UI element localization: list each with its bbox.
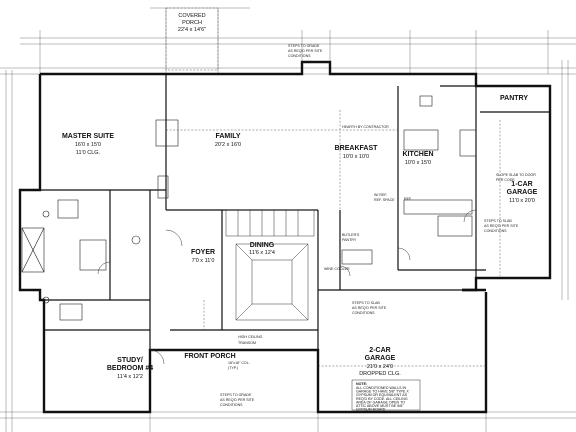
fireplace (155, 119, 179, 199)
svg-text:DROPPED CLG.: DROPPED CLG. (359, 371, 401, 377)
room-label-breakfast: BREAKFAST 10'0 x 10'0 (335, 145, 379, 160)
svg-text:STUDY/: STUDY/ (117, 357, 143, 364)
svg-text:KITCHEN: KITCHEN (402, 151, 433, 158)
svg-text:COVERED: COVERED (178, 13, 205, 19)
svg-text:7'0 x 11'0: 7'0 x 11'0 (192, 258, 215, 264)
room-label-1-car-garage: 1-CAR GARAGE 11'0 x 20'0 (507, 181, 538, 204)
annotation-butlers-pantry: BUTLER'S PANTRY (342, 233, 360, 242)
svg-text:HIGH CEILING: HIGH CEILING (238, 335, 263, 339)
annotation-wine-cooler: WINE COOLER (324, 267, 350, 271)
annotation-w-ref: W/ REF. REF. SPACE (374, 193, 395, 202)
svg-text:GYPSUM BOARD: GYPSUM BOARD (356, 407, 386, 411)
svg-text:NOTE:: NOTE: (356, 382, 367, 386)
room-label-foyer: FOYER 7'0 x 11'0 (191, 249, 215, 264)
annotation-ceiling: HIGH CEILING (238, 335, 263, 339)
room-label-kitchen: KITCHEN 10'0 x 15'0 (402, 151, 433, 166)
svg-text:(TYP.): (TYP.) (228, 366, 238, 370)
svg-text:10'0 x 10'0: 10'0 x 10'0 (343, 154, 369, 160)
svg-text:2-CAR: 2-CAR (369, 347, 390, 354)
svg-text:PANTRY: PANTRY (500, 95, 528, 102)
annotation-hearth: HEARTH BY CONTRACTOR (342, 125, 389, 129)
room-label-pantry: PANTRY (500, 95, 528, 102)
svg-text:WINE COOLER: WINE COOLER (324, 267, 350, 271)
svg-text:AS REQ'D PER SITE: AS REQ'D PER SITE (352, 306, 387, 310)
svg-text:MASTER SUITE: MASTER SUITE (62, 133, 114, 140)
svg-text:AS REQ'D PER SITE: AS REQ'D PER SITE (484, 224, 519, 228)
svg-text:W/ REF.: W/ REF. (374, 193, 387, 197)
svg-text:HEARTH BY CONTRACTOR: HEARTH BY CONTRACTOR (342, 125, 389, 129)
svg-text:GARAGE: GARAGE (365, 355, 396, 362)
svg-text:CONDITIONS: CONDITIONS (352, 311, 375, 315)
svg-text:FRONT PORCH: FRONT PORCH (184, 353, 235, 360)
svg-text:PER CODE: PER CODE (496, 178, 515, 182)
interior-walls (40, 74, 550, 412)
svg-text:FOYER: FOYER (191, 249, 215, 256)
annotation-transom: TRANSOM (238, 341, 256, 345)
svg-text:AS REQ'D PER SITE: AS REQ'D PER SITE (220, 398, 255, 402)
annotation-steps-slab: STEPS TO SLAB AS REQ'D PER SITE CONDITIO… (352, 301, 387, 315)
svg-text:GYPSUM OR EQUIVALENT AS: GYPSUM OR EQUIVALENT AS (356, 393, 408, 397)
svg-text:ALL CONDITIONED WALLS IN: ALL CONDITIONED WALLS IN (356, 386, 406, 390)
svg-text:22'4 x 14'6": 22'4 x 14'6" (178, 27, 206, 33)
room-label-porch: COVERED PORCH 22'4 x 14'6" (178, 13, 206, 33)
kitchen-fixtures (341, 95, 477, 265)
room-label-family: FAMILY 20'2 x 16'0 (215, 133, 241, 148)
master-bath-fixtures (21, 199, 141, 321)
svg-text:PANTRY: PANTRY (342, 238, 357, 242)
svg-text:FAMILY: FAMILY (215, 133, 240, 140)
svg-text:ATTIC ABOVE MUST BE 5/8": ATTIC ABOVE MUST BE 5/8" (356, 404, 404, 408)
room-label-2-car-garage: 2-CAR GARAGE 21'0 x 24'0 DROPPED CLG. (359, 347, 401, 377)
room-label-front-porch: FRONT PORCH (184, 353, 235, 360)
svg-text:18"x18" COL.: 18"x18" COL. (228, 361, 250, 365)
room-label-study: STUDY/ BEDROOM #4 11'4 x 12'2 (107, 357, 153, 380)
svg-text:BUTLER'S: BUTLER'S (342, 233, 360, 237)
svg-text:1-CAR: 1-CAR (511, 181, 532, 188)
annotation-steps-top: STEPS TO GRADE AS REQ'D PER SITE CONDITI… (288, 44, 323, 58)
svg-text:TRANSOM: TRANSOM (238, 341, 256, 345)
svg-text:DINING: DINING (250, 242, 275, 249)
svg-text:10'0 x 15'0: 10'0 x 15'0 (405, 160, 431, 166)
svg-text:11'0 x 20'0: 11'0 x 20'0 (509, 198, 535, 204)
svg-text:11'4 x 12'2: 11'4 x 12'2 (117, 374, 143, 380)
svg-text:STEPS TO SLAB: STEPS TO SLAB (484, 219, 512, 223)
svg-text:11'6 x 12'4: 11'6 x 12'4 (249, 250, 275, 256)
svg-text:BREAKFAST: BREAKFAST (335, 145, 379, 152)
staircase (225, 209, 315, 237)
garage-note: NOTE: ALL CONDITIONED WALLS IN GARAGE TO… (351, 379, 421, 411)
svg-text:REQ'D BY CODE. ALL CEILING: REQ'D BY CODE. ALL CEILING (356, 397, 408, 401)
annotation-ref: REF. (404, 197, 412, 201)
svg-text:AREA OF GARAGE OPEN TO: AREA OF GARAGE OPEN TO (356, 400, 405, 404)
svg-text:STEPS TO SLAB: STEPS TO SLAB (352, 301, 380, 305)
annotation-col: 18"x18" COL. (TYP.) (228, 361, 250, 370)
annotation-steps-slab-right: STEPS TO SLAB AS REQ'D PER SITE CONDITIO… (484, 219, 519, 233)
svg-text:SLOPE SLAB TO DOOR: SLOPE SLAB TO DOOR (496, 173, 536, 177)
dining-ceiling-detail (235, 243, 309, 321)
svg-text:BEDROOM #4: BEDROOM #4 (107, 365, 153, 372)
svg-text:STEPS TO GRADE: STEPS TO GRADE (220, 393, 252, 397)
svg-text:CONDITIONS: CONDITIONS (220, 403, 243, 407)
svg-text:20'2 x 16'0: 20'2 x 16'0 (215, 142, 241, 148)
covered-porch (150, 7, 250, 71)
svg-text:16'0 x 15'0: 16'0 x 15'0 (75, 142, 101, 148)
ceiling-lines (166, 110, 501, 367)
svg-text:GARAGE TO HAVE 5/8" TYPE X: GARAGE TO HAVE 5/8" TYPE X (356, 390, 409, 394)
svg-text:21'0 x 24'0: 21'0 x 24'0 (367, 364, 393, 370)
svg-text:11'0 CLG.: 11'0 CLG. (76, 150, 101, 156)
svg-text:AS REQ'D PER SITE: AS REQ'D PER SITE (288, 49, 323, 53)
svg-text:CONDITIONS: CONDITIONS (484, 229, 507, 233)
annotation-steps-front: STEPS TO GRADE AS REQ'D PER SITE CONDITI… (220, 393, 255, 407)
room-label-dining: DINING 11'6 x 12'4 (249, 242, 275, 256)
svg-text:STEPS TO GRADE: STEPS TO GRADE (288, 44, 320, 48)
svg-text:PORCH: PORCH (182, 20, 202, 26)
annotation-slope-slab: SLOPE SLAB TO DOOR PER CODE (496, 173, 536, 182)
svg-text:CONDITIONS: CONDITIONS (288, 54, 311, 58)
door-swings (97, 209, 477, 365)
room-label-master-suite: MASTER SUITE 16'0 x 15'0 11'0 CLG. (62, 133, 114, 156)
svg-text:REF. SPACE: REF. SPACE (374, 198, 395, 202)
svg-text:REF.: REF. (404, 197, 412, 201)
svg-text:GARAGE: GARAGE (507, 189, 538, 196)
